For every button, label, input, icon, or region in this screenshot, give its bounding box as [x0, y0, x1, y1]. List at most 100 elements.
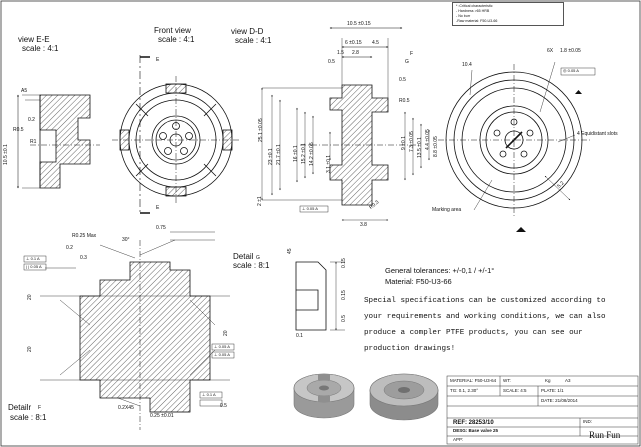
tolerance-frame: ⊥ 0.1 A: [26, 256, 40, 261]
dim-label: 9 ±0.1: [401, 136, 407, 150]
view-d-scale: scale : 4:1: [235, 36, 272, 45]
special-line: Special specifications can be customized…: [364, 297, 606, 305]
dim-label: 4 Equidistant slots: [577, 131, 618, 137]
view-d-title: view D-D: [231, 27, 264, 36]
dim-label: 0.25 ±0.01: [150, 413, 174, 419]
dim-label: 0.75: [156, 225, 166, 231]
note-line: - No burr: [456, 14, 471, 18]
dim-label: 3.8: [360, 222, 367, 228]
marking-area-label: Marking area: [432, 207, 462, 213]
dim-label: 4.4 ±0.05: [425, 129, 431, 150]
section-mark-g: G: [405, 59, 409, 65]
dim-label: 4.5: [372, 40, 379, 46]
dim-label: 0.5: [341, 315, 347, 322]
dim-label: 15.2 ±0.1: [301, 143, 307, 164]
dim-label: 1.5: [337, 50, 344, 56]
view-e-section: [17, 94, 100, 189]
tb-plate: PLATE: 1/1: [541, 388, 564, 393]
dim-label: 10.5 ±0.1: [3, 144, 9, 165]
detail-g-letter: G: [256, 255, 260, 261]
tb-tg: TG: 0.1, 2.30°: [450, 388, 479, 393]
note-line: -Raw material: F50-U3-66: [456, 19, 498, 23]
detail-f-title: Detailr: [8, 403, 32, 412]
dim-label: 14.2 ±0.05: [309, 142, 315, 166]
slotted-end-view: [438, 61, 596, 232]
front-view-title: Front view: [154, 26, 191, 35]
dim-label: R0.5: [13, 127, 24, 133]
dim-label: R0.25 Max: [72, 233, 97, 239]
detail-f-letter: F: [38, 405, 42, 411]
note-line: - Hardness >65 HRB: [456, 9, 490, 13]
dim-label: 20: [223, 330, 229, 336]
general-material: Material: F50-U3-66: [385, 277, 452, 286]
render-3d-angled: [369, 373, 439, 421]
tb-wt: WT:: [503, 378, 511, 383]
dim-label: 0.2X45: [118, 405, 134, 411]
title-block-frame: [446, 375, 639, 445]
dim-label: R0.5: [399, 98, 410, 104]
dim-label: 0.2: [28, 117, 35, 123]
dim-label: 13.5 ±0.1: [417, 137, 423, 158]
dim-label: 16 ±0.1: [293, 145, 299, 162]
tolerance-frame: | | 0.05 A: [26, 264, 42, 269]
tb-ref: REF: 28253/10: [453, 420, 494, 426]
tb-kg: Kg: [545, 378, 551, 383]
render-3d-top: [293, 373, 355, 419]
dim-label: A5: [21, 88, 28, 94]
detail-g-section: [295, 261, 345, 331]
view-d-section: [261, 27, 430, 221]
dim-label: 0.15: [341, 290, 347, 300]
dim-label: 0.3: [80, 255, 87, 261]
dim-label: 21.7 ±0.1: [276, 144, 282, 165]
dim-label: 2 ±1: [257, 196, 263, 206]
dim-label: 0.5: [328, 59, 335, 65]
tb-material: MATERIAL: F50-U3-64: [450, 378, 497, 383]
tb-desg: DESG: Base valve 25: [453, 428, 499, 433]
tb-scale: SCALE: 4:5: [503, 388, 527, 393]
tolerance-frame: ⊥ 0.05 A: [214, 352, 230, 357]
view-e-scale: scale : 4:1: [22, 44, 59, 53]
section-mark-e: E: [156, 57, 160, 63]
detail-g-title: Detail: [233, 252, 254, 261]
dim-label: 23 ±0.1: [268, 148, 274, 165]
tb-a3: A3: [565, 378, 571, 383]
dim-label: 20: [27, 346, 33, 352]
dim-label: 7.3 ±0.05: [409, 131, 415, 152]
dim-label: 6 ±0.15: [345, 40, 362, 46]
section-mark-e-lower: E: [156, 205, 160, 211]
dim-label: R1: [30, 139, 37, 145]
note-line: * :Critical characteristic: [456, 4, 493, 8]
tolerance-frame: ⊥ 0.05 A: [302, 206, 318, 211]
dim-label: 8.8 ±0.05: [433, 136, 439, 157]
dim-label: 0.1: [296, 333, 303, 339]
dim-label: 1.8 ±0.05: [560, 48, 581, 54]
section-mark-f: F: [410, 51, 414, 57]
dim-label: 0.15: [341, 258, 347, 268]
critical-notes-box: * :Critical characteristic - Hardness >6…: [452, 2, 564, 26]
tb-app: APP:: [453, 437, 464, 442]
special-line: production drawings!: [364, 345, 456, 353]
dim-label: 10.5 ±0.15: [347, 21, 371, 27]
dim-label: 2.8: [352, 50, 359, 56]
front-view-drawing: [112, 55, 240, 215]
tolerance-frame: ◎ 0.05 A: [563, 68, 579, 73]
dim-label: 10.4: [462, 62, 472, 68]
dim-label: 0.2: [66, 245, 73, 251]
dim-label: 30°: [122, 237, 130, 243]
dim-label: 45: [287, 248, 293, 254]
dim-label: 3.1 ±0.1: [326, 154, 332, 173]
special-line: produce a compler PTFE products, you can…: [364, 329, 583, 337]
tolerance-frame: ⊥ 0.1 A: [202, 392, 216, 397]
tb-ind: IND:: [583, 419, 592, 424]
dim-label: 25.1 ±0.05: [258, 118, 264, 142]
tolerance-frame: ⊥ 0.05 A: [214, 344, 230, 349]
front-view-scale: scale : 4:1: [158, 35, 195, 44]
detail-g-scale: scale : 8:1: [233, 261, 270, 270]
dim-label: 6X: [547, 48, 554, 54]
special-line: your requirements and working conditions…: [364, 313, 606, 321]
detail-f-section: [23, 231, 235, 430]
dim-label: 20: [27, 294, 33, 300]
dim-label: 0.5: [220, 403, 227, 409]
